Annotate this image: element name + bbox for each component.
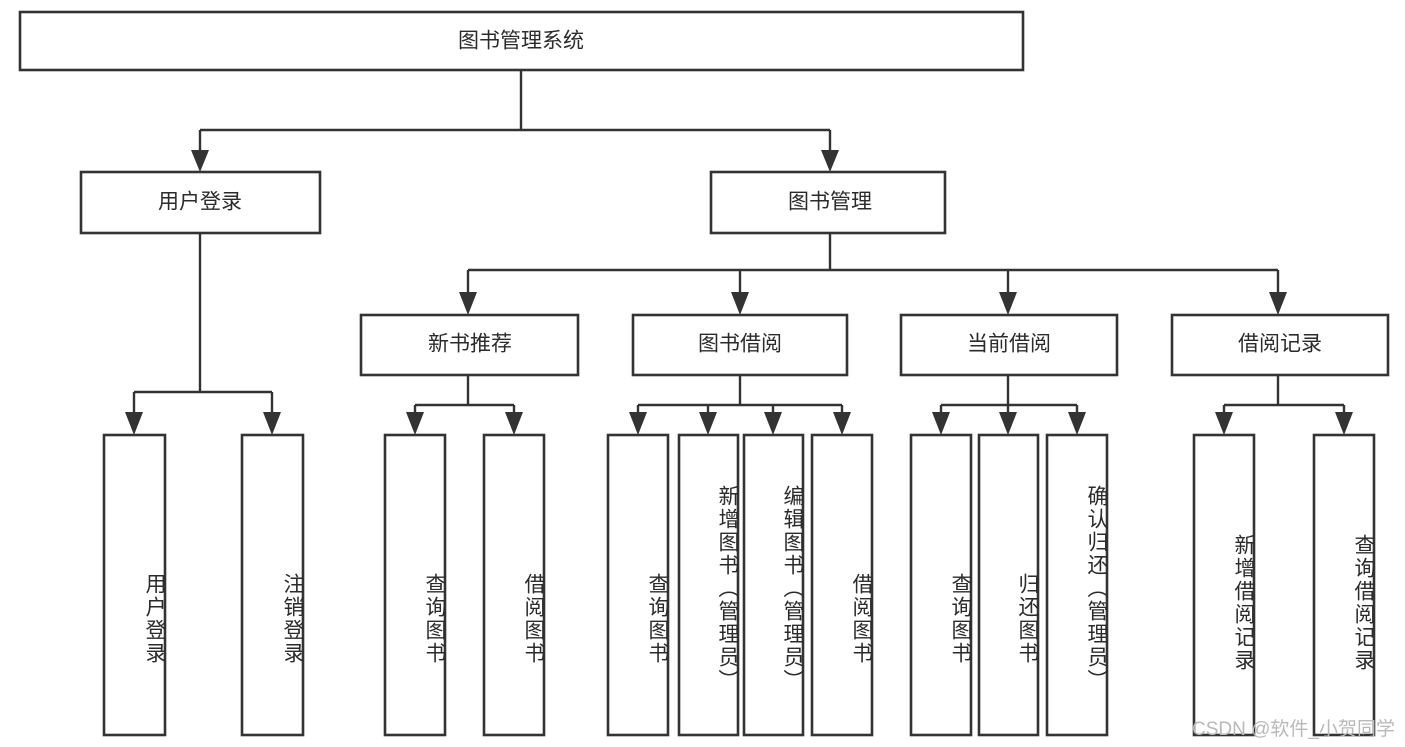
csdn-watermark: CSDN @软件_小贺同学: [1192, 719, 1395, 740]
node-label-current: 当前借阅: [967, 333, 1051, 356]
node-label-records: 借阅记录: [1238, 333, 1322, 356]
arrow-head-leaf-current-query: [932, 412, 950, 435]
node-label-login: 用户登录: [158, 191, 242, 214]
node-box-leaf-user-logout[interactable]: [240, 433, 305, 737]
arrow-head-leaf-user-logout: [263, 412, 281, 435]
arrow-head-bookmgmt: [821, 150, 839, 172]
node-label-newbook: 新书推荐: [428, 333, 512, 356]
arrow-head-leaf-new-query: [406, 412, 424, 435]
node-box-leaf-new-query[interactable]: [383, 433, 447, 737]
node-box-leaf-records-query[interactable]: [1312, 433, 1376, 737]
arrow-head-newbook: [459, 292, 477, 315]
node-box-leaf-records-add[interactable]: [1192, 433, 1256, 737]
node-box-leaf-borrow-lend[interactable]: [810, 433, 874, 737]
arrow-head-leaf-records-add: [1215, 412, 1233, 435]
node-box-leaf-current-confirm[interactable]: [1045, 433, 1109, 737]
arrow-head-login: [191, 150, 209, 172]
node-box-bookmgmt[interactable]: [709, 170, 947, 235]
node-box-leaf-current-query[interactable]: [909, 433, 973, 737]
node-box-leaf-borrow-query[interactable]: [606, 433, 670, 737]
arrow-head-borrow: [731, 292, 749, 315]
node-label-root: 图书管理系统: [458, 30, 584, 53]
arrow-head-records: [1269, 292, 1287, 315]
node-box-current[interactable]: [899, 313, 1119, 377]
node-box-leaf-user-login[interactable]: [102, 433, 167, 737]
arrow-head-current: [999, 292, 1017, 315]
node-box-leaf-current-return[interactable]: [977, 433, 1040, 737]
arrow-head-leaf-current-return: [999, 412, 1017, 435]
arrow-head-leaf-current-confirm: [1068, 412, 1086, 435]
node-box-borrow[interactable]: [631, 313, 849, 377]
arrow-head-leaf-borrow-query: [629, 412, 647, 435]
node-box-leaf-borrow-edit[interactable]: [742, 433, 805, 737]
arrow-head-leaf-borrow-lend: [833, 412, 851, 435]
node-layer: 图书管理系统 用户登录 图书管理 新书推荐 图书借阅 当前借阅 借阅记录: [18, 10, 1390, 737]
connector-layer: [125, 70, 1353, 435]
arrow-head-leaf-user-login: [125, 412, 143, 435]
node-box-login[interactable]: [79, 170, 322, 235]
node-box-root[interactable]: [18, 10, 1025, 72]
node-label-borrow: 图书借阅: [698, 333, 782, 356]
arrow-head-leaf-new-borrow: [505, 412, 523, 435]
node-box-newbook[interactable]: [359, 313, 580, 377]
arrow-head-leaf-borrow-edit: [764, 412, 782, 435]
node-box-leaf-new-borrow[interactable]: [482, 433, 546, 737]
arrow-head-leaf-borrow-add: [699, 412, 717, 435]
node-box-records[interactable]: [1170, 313, 1390, 377]
node-label-bookmgmt: 图书管理: [788, 191, 872, 214]
node-box-leaf-borrow-add[interactable]: [677, 433, 740, 737]
arrow-head-leaf-records-query: [1335, 412, 1353, 435]
